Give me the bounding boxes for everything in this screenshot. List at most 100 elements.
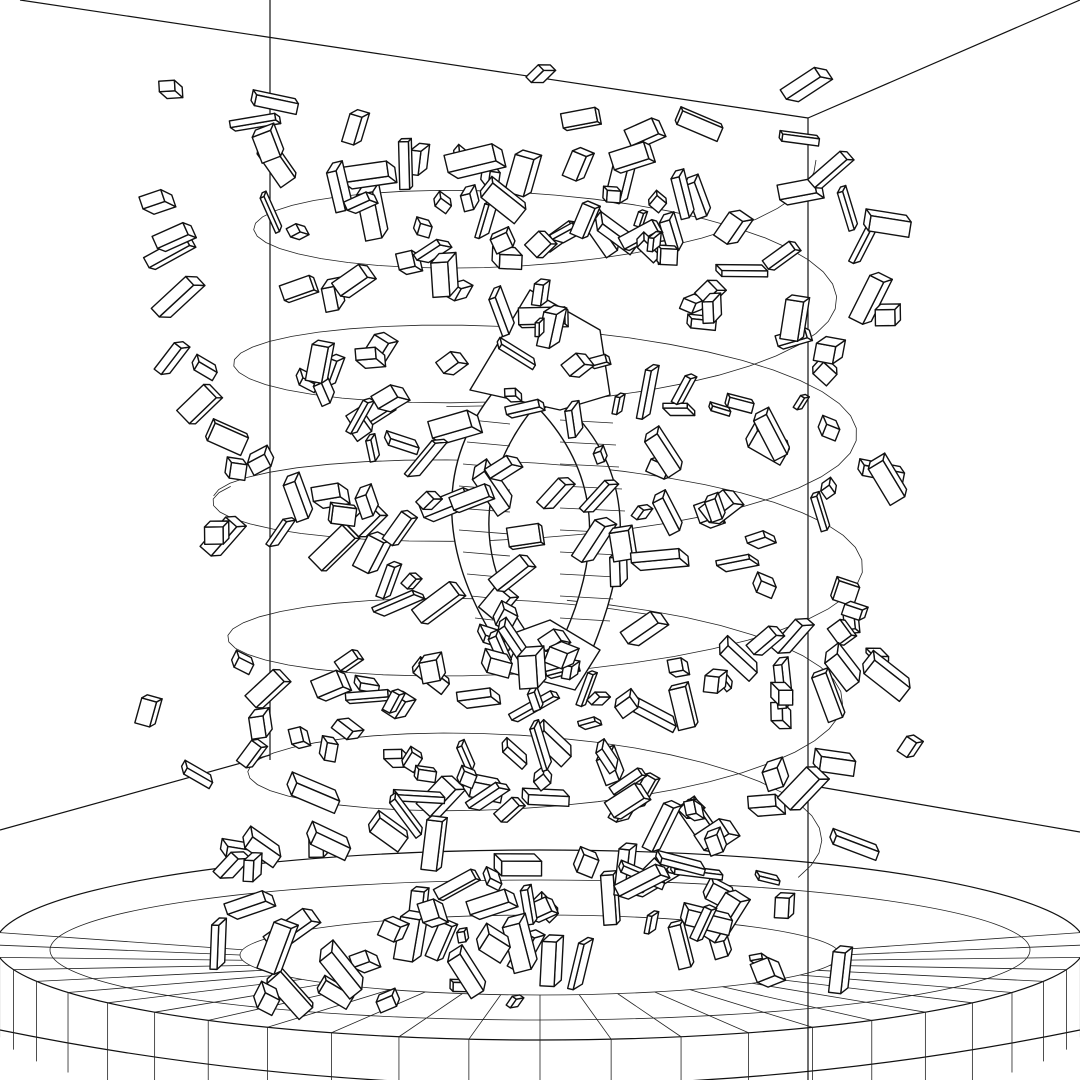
fragment-face: [718, 634, 729, 656]
fragment: [230, 649, 255, 676]
fragment-face: [647, 230, 662, 239]
platform-spoke: [398, 993, 463, 1038]
fragment-face: [636, 767, 648, 777]
fragment: [153, 341, 191, 376]
fragment-face: [774, 793, 787, 815]
fragment-face: [230, 649, 240, 668]
fragment-face: [497, 616, 507, 632]
fragment: [242, 851, 263, 883]
fragment-face: [810, 490, 820, 499]
fragment: [536, 477, 576, 510]
fragment: [811, 667, 846, 724]
fragment: [754, 869, 781, 886]
platform-side-edge: [0, 1029, 1080, 1080]
fragment: [578, 479, 620, 513]
fragment-face: [209, 924, 220, 971]
fragment: [415, 490, 443, 511]
fragment-face: [410, 885, 430, 893]
fragment: [416, 898, 449, 928]
fragment-face: [906, 734, 924, 744]
ribbon-segment: [462, 551, 511, 557]
fragment-face: [319, 939, 334, 963]
fragment-face: [761, 756, 783, 774]
fragment-face: [496, 336, 503, 350]
fragment-face: [678, 547, 690, 567]
fragment-face: [587, 670, 598, 676]
fragment: [134, 694, 163, 728]
fragment: [712, 209, 754, 245]
fragment: [806, 150, 855, 189]
fragment-face: [418, 651, 443, 664]
fragment: [647, 189, 668, 214]
fragment-face: [327, 501, 334, 524]
ribbon-segment: [559, 595, 614, 600]
fragment-face: [594, 691, 612, 698]
fragment: [519, 883, 538, 926]
fragment: [307, 524, 361, 572]
fragment-face: [770, 681, 780, 706]
fragment: [670, 168, 695, 221]
fragment-face: [636, 231, 645, 249]
fragment: [491, 245, 523, 271]
fragment-face: [557, 477, 576, 486]
fragment-face: [529, 719, 540, 731]
fragment-face: [724, 392, 731, 408]
fragment: [480, 647, 513, 679]
fragment-face: [373, 331, 399, 345]
fragment-face: [385, 160, 398, 184]
fragment-face: [491, 143, 507, 168]
fragment: [381, 509, 419, 547]
fragment-face: [674, 106, 684, 126]
fragment-face: [656, 244, 662, 266]
fragment: [703, 491, 726, 524]
fragment-face: [614, 687, 632, 708]
fragment: [779, 66, 834, 103]
fragment-face: [475, 922, 490, 951]
fragment-face: [608, 524, 633, 535]
fragment-face: [658, 211, 675, 224]
fragment-face: [516, 654, 539, 690]
fragment-face: [715, 263, 723, 278]
fragment: [247, 707, 273, 741]
fragment-face: [286, 771, 298, 796]
fragment: [561, 146, 595, 182]
fragment-face: [518, 554, 537, 568]
platform-spoke: [0, 944, 241, 956]
fragment: [138, 188, 177, 215]
fragment-face: [564, 399, 580, 413]
fragment-face: [703, 904, 718, 911]
fragment: [250, 89, 300, 116]
fragment-face: [752, 571, 763, 593]
fragment-face: [533, 278, 551, 286]
fragment-face: [430, 261, 451, 299]
fragment: [656, 244, 679, 266]
fragment: [412, 216, 433, 239]
fragment: [829, 827, 880, 862]
fragment: [456, 764, 478, 790]
fragment-face: [646, 236, 655, 253]
fragment-face: [577, 936, 594, 946]
fragment: [287, 726, 312, 750]
fragment: [824, 642, 862, 693]
fragment-face: [228, 461, 248, 482]
fragment-face: [411, 589, 426, 600]
fragment: [342, 191, 379, 215]
fragment-face: [778, 129, 784, 142]
fragment: [493, 853, 543, 877]
fragment-face: [503, 888, 519, 908]
fragment: [608, 524, 638, 563]
fragment-face: [534, 317, 545, 324]
fragment-face: [498, 253, 523, 271]
fragment-face: [637, 503, 654, 511]
fragment: [401, 745, 423, 774]
fragment-face: [599, 874, 618, 927]
fragment: [761, 756, 790, 793]
ribbon-segment: [559, 617, 611, 622]
fragment: [412, 238, 453, 264]
fragment-face: [593, 716, 603, 726]
fragment-face: [306, 820, 318, 845]
fragment: [251, 122, 285, 164]
fragment-face: [308, 274, 320, 293]
fragment-face: [647, 189, 658, 206]
fragment-face: [721, 269, 769, 278]
